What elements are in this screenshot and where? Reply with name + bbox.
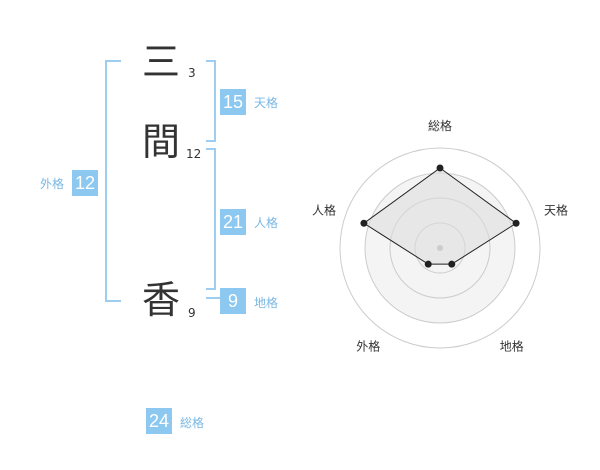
radar-ring-4 — [339, 147, 541, 349]
name-char-2: 間 — [142, 120, 181, 164]
soukaku-label: 総格 — [180, 416, 205, 430]
name-char-3: 香 — [142, 278, 181, 322]
stroke-count-2: 12 — [186, 147, 202, 161]
radar-point-0 — [436, 164, 444, 172]
gaikaku-value: 12 — [72, 170, 99, 196]
radar-point-3 — [424, 260, 432, 268]
radar-axis-label-0: 総格 — [428, 118, 452, 133]
radar-axis-label-3: 外格 — [356, 339, 380, 354]
radar-axis-label-4: 人格 — [312, 202, 336, 217]
chikaku-label: 地格 — [254, 296, 279, 310]
tenkaku-value: 15 — [220, 89, 247, 115]
radar-point-2 — [448, 260, 456, 268]
jinkaku-value: 21 — [220, 209, 247, 235]
soukaku-value: 24 — [146, 408, 173, 434]
tenkaku-bracket — [206, 60, 216, 142]
name-char-1: 三 — [142, 40, 181, 84]
chikaku-connector — [206, 297, 220, 299]
radar-axis-label-2: 地格 — [500, 339, 524, 354]
jinkaku-label: 人格 — [254, 216, 279, 230]
chikaku-value: 9 — [220, 288, 246, 314]
radar-center — [437, 245, 443, 251]
radar-axis-label-1: 天格 — [544, 202, 568, 217]
radar-polygon — [363, 167, 517, 265]
gaikaku-bracket — [105, 60, 121, 302]
radar-point-4 — [360, 219, 368, 227]
gaikaku-label: 外格 — [40, 177, 65, 191]
radar-point-1 — [512, 219, 520, 227]
stroke-count-3: 9 — [188, 306, 196, 320]
tenkaku-label: 天格 — [254, 96, 279, 110]
stroke-count-1: 3 — [188, 66, 196, 80]
jinkaku-bracket — [206, 148, 216, 290]
